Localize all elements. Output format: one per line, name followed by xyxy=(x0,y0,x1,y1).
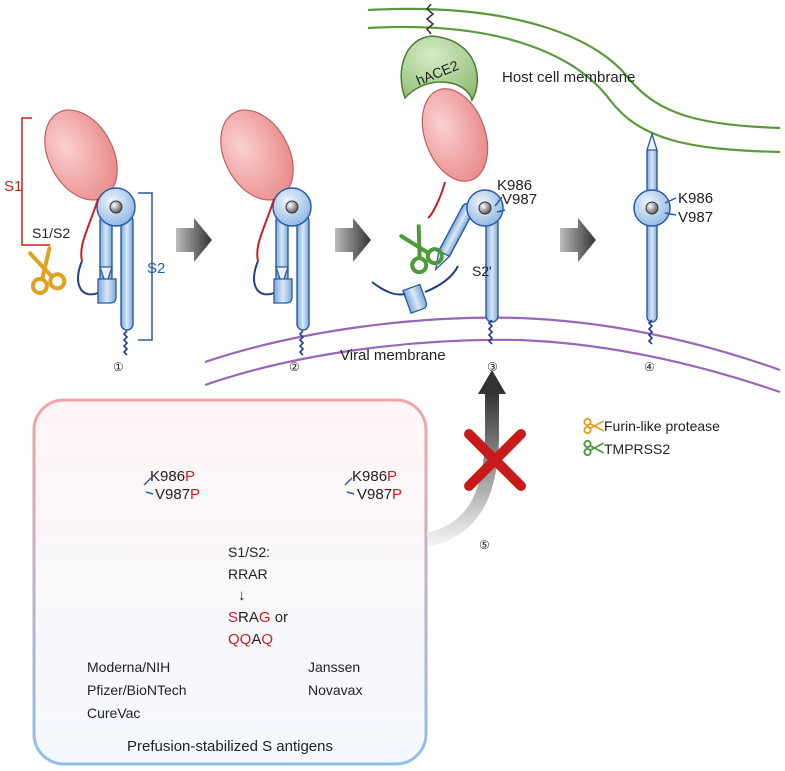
mut2-a: A xyxy=(251,631,261,648)
step-number-3: ③ xyxy=(487,360,498,374)
svg-text:V987P: V987P xyxy=(155,486,200,503)
spike-step2-core xyxy=(285,200,299,214)
spike-step4 xyxy=(633,131,671,345)
step-arrow-1 xyxy=(176,218,212,262)
s2-bracket: S2 xyxy=(138,192,165,341)
residue-labels-step3: K986 V987 xyxy=(494,177,537,213)
spike-step3 xyxy=(371,88,504,345)
spike-proteins xyxy=(44,88,671,651)
svg-text:QQAQ: QQAQ xyxy=(228,631,273,648)
mut1-s: S xyxy=(228,609,238,626)
svg-text:K986P: K986P xyxy=(150,468,195,485)
hace2-receptor: hACE2 xyxy=(400,3,479,102)
spike-step2-s2-linker xyxy=(253,260,275,296)
spike-step2-fusion-tip xyxy=(275,266,289,288)
spike-step1-hr-right xyxy=(120,214,134,331)
k986-label-step3: K986 xyxy=(497,177,532,194)
spike-step1-s2-linker xyxy=(77,260,99,296)
step-arrow-3 xyxy=(560,218,596,262)
furin-scissors-icon xyxy=(28,246,67,295)
mut2-qq: QQ xyxy=(228,631,251,648)
right-v987-mut: P xyxy=(392,486,402,503)
left-k986-base: K986 xyxy=(150,468,185,485)
spike-step2-s1-linker xyxy=(256,198,275,262)
svg-text:K986P: K986P xyxy=(352,468,397,485)
step-number-4: ④ xyxy=(644,360,655,374)
s2prime-site-label: S2' xyxy=(472,263,492,279)
right-vaccine-1: Janssen xyxy=(308,659,360,675)
step-number-5: ⑤ xyxy=(479,538,490,552)
mut2-q: Q xyxy=(261,631,273,648)
blocked-fusion-arrow xyxy=(426,370,506,547)
s1s2-site-wildtype: RRAR xyxy=(228,566,268,582)
mut-or: or xyxy=(271,609,289,626)
residue-labels-step4: K986 V987 xyxy=(664,190,713,226)
svg-text:SRAG or: SRAG or xyxy=(228,609,288,626)
spike-step4-rod xyxy=(646,145,658,323)
host-cell-membrane xyxy=(367,7,781,154)
blocked-x-icon xyxy=(464,429,526,491)
right-v987-base: V987 xyxy=(357,486,392,503)
tmprss2-scissors-icon xyxy=(399,224,444,275)
right-k986-base: K986 xyxy=(352,468,387,485)
spike-step3-s1-domain xyxy=(421,88,489,182)
left-v987-mut: P xyxy=(190,486,200,503)
legend-tmprss2-label: TMPRSS2 xyxy=(604,441,670,457)
right-vaccine-list: Janssen Novavax xyxy=(308,659,362,698)
s1-bracket: S1 xyxy=(4,117,50,246)
spike-step1-s1-linker xyxy=(80,198,99,262)
right-k986-mut: P xyxy=(387,468,397,485)
spike-step2 xyxy=(220,109,312,356)
s1s2-site-label: S1/S2 xyxy=(32,225,70,241)
mut1-g: G xyxy=(259,609,271,626)
spike-step1 xyxy=(44,109,136,356)
left-vaccine-list: Moderna/NIH Pfizer/BioNTech CureVac xyxy=(87,659,187,721)
legend-furin-icon xyxy=(583,417,604,435)
viral-membrane-label: Viral membrane xyxy=(340,347,446,364)
legend-tmprss2-icon xyxy=(583,439,604,457)
step-arrows xyxy=(176,218,596,262)
mut1-ra: RA xyxy=(238,609,259,626)
svg-text:V987P: V987P xyxy=(357,486,402,503)
s1s2-site-mutations: S1/S2: RRAR ↓ SRAG or QQAQ xyxy=(228,544,288,648)
spike-step2-fusion-peptide xyxy=(273,278,293,304)
spike-step3-fusion-peptide xyxy=(402,283,428,314)
spike-step4-core xyxy=(645,201,659,215)
step-number-2: ② xyxy=(289,360,300,374)
left-vaccine-3: CureVac xyxy=(87,705,140,721)
panel-title: Prefusion-stabilized S antigens xyxy=(127,738,333,755)
step-number-1: ① xyxy=(113,360,124,374)
panel-left-residues: K986P V987P xyxy=(143,468,200,503)
prefusion-panel xyxy=(32,398,428,766)
left-k986-mut: P xyxy=(185,468,195,485)
spike-step1-fusion-tip xyxy=(99,266,113,288)
right-vaccine-2: Novavax xyxy=(308,682,362,698)
s1s2-site-title: S1/S2: xyxy=(228,544,270,560)
legend-furin-label: Furin-like protease xyxy=(604,418,720,434)
v987-label-step4: V987 xyxy=(678,209,713,226)
spike-step1-tail xyxy=(122,330,129,356)
spike-step2-hr-right xyxy=(296,214,310,331)
viral-membrane xyxy=(204,316,781,394)
left-v987-base: V987 xyxy=(155,486,190,503)
spike-step1-fusion-peptide xyxy=(97,278,117,304)
v987-label-step3: V987 xyxy=(502,191,537,208)
panel-right-residues: K986P V987P xyxy=(344,468,402,503)
mutation-arrow-icon: ↓ xyxy=(238,587,246,604)
s1-label: S1 xyxy=(4,178,22,195)
left-vaccine-1: Moderna/NIH xyxy=(87,659,170,675)
step-arrow-2 xyxy=(335,218,371,262)
s2-label: S2 xyxy=(147,260,165,277)
spike-step3-core xyxy=(478,201,492,215)
spike-step4-tip xyxy=(646,131,658,151)
left-vaccine-2: Pfizer/BioNTech xyxy=(87,682,187,698)
spike-step4-tail xyxy=(647,319,654,345)
legend: Furin-like protease TMPRSS2 xyxy=(583,417,720,457)
spike-step1-core xyxy=(109,200,123,214)
spike-step3-tail xyxy=(487,319,494,345)
host-cell-membrane-label: Host cell membrane xyxy=(502,69,635,86)
k986-label-step4: K986 xyxy=(678,190,713,207)
spike-step2-tail xyxy=(298,330,305,356)
